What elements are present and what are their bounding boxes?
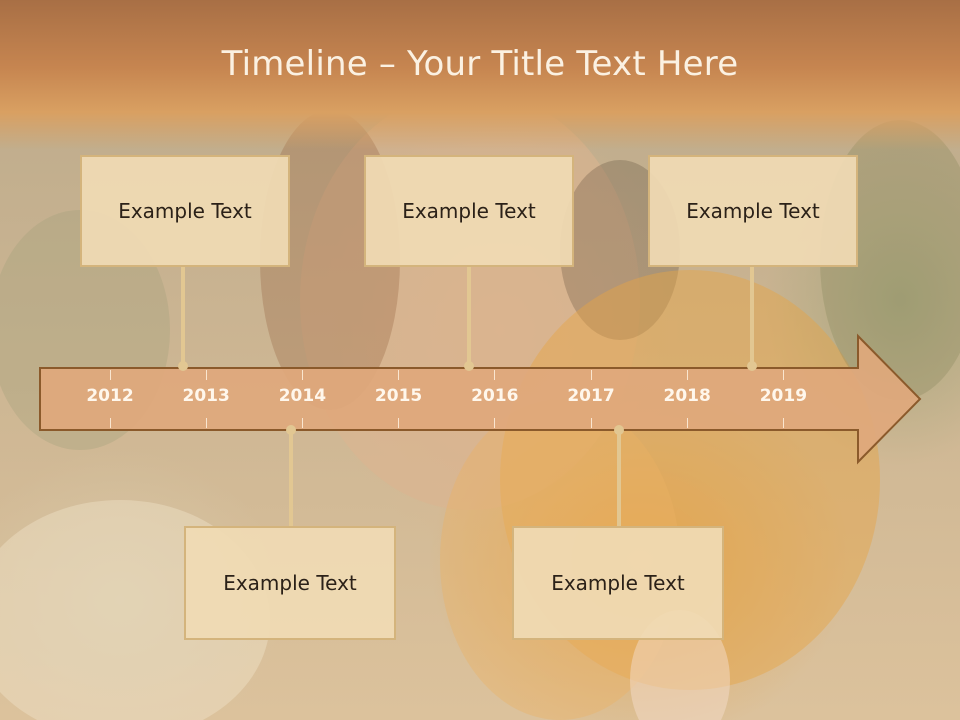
event-connector [617, 431, 621, 527]
year-label: 2016 [471, 386, 519, 406]
slide-title: Timeline – Your Title Text Here [221, 44, 739, 84]
event-marker [178, 361, 188, 371]
year-tick [301, 370, 303, 380]
event-box-bottom[interactable]: Example Text [184, 526, 396, 640]
event-connector [467, 267, 471, 366]
event-label: Example Text [402, 199, 536, 223]
year-label: 2013 [182, 386, 230, 406]
event-label: Example Text [686, 199, 820, 223]
year-tick [590, 418, 592, 428]
year-tick [782, 370, 784, 380]
year-tick [686, 418, 688, 428]
year-tick [494, 370, 496, 380]
event-marker [614, 425, 624, 435]
year-tick [205, 370, 207, 380]
event-box-top[interactable]: Example Text [648, 155, 858, 267]
year-tick [686, 370, 688, 380]
event-marker [464, 361, 474, 371]
event-label: Example Text [118, 199, 252, 223]
event-box-bottom[interactable]: Example Text [512, 526, 724, 640]
year-tick [301, 418, 303, 428]
year-label: 2015 [374, 386, 423, 406]
year-label: 2019 [759, 386, 808, 406]
year-tick [398, 370, 400, 380]
event-label: Example Text [223, 571, 357, 595]
timeline-arrow [39, 333, 922, 465]
event-box-top[interactable]: Example Text [80, 155, 290, 267]
year-tick [590, 370, 592, 380]
year-label: 2012 [86, 386, 134, 406]
event-marker [747, 361, 757, 371]
event-connector [289, 431, 293, 527]
year-label: 2014 [278, 386, 327, 406]
year-tick [782, 418, 784, 428]
year-tick [109, 418, 111, 428]
event-label: Example Text [551, 571, 685, 595]
year-tick [205, 418, 207, 428]
year-label: 2018 [663, 386, 711, 406]
event-box-top[interactable]: Example Text [364, 155, 574, 267]
year-tick [494, 418, 496, 428]
year-tick [398, 418, 400, 428]
event-connector [750, 267, 754, 366]
year-label: 2017 [567, 386, 615, 406]
title-bar [0, 0, 960, 150]
event-marker [286, 425, 296, 435]
event-connector [181, 267, 185, 366]
year-tick [109, 370, 111, 380]
